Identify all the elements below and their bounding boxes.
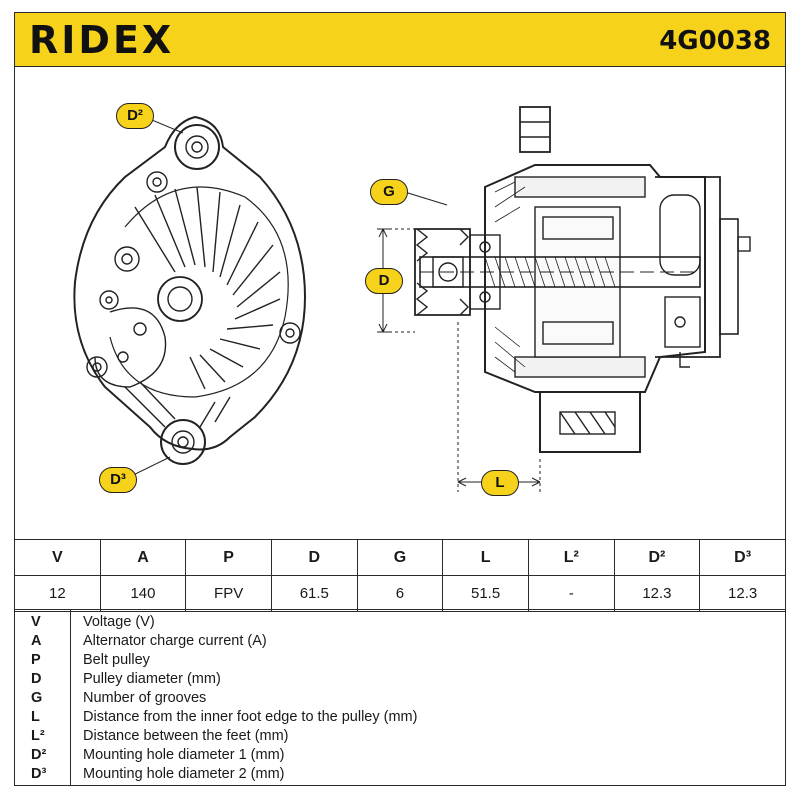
- legend-desc: Distance between the feet (mm): [83, 728, 289, 744]
- spec-value-d: 61.5: [270, 575, 358, 612]
- legend-code: L: [31, 709, 40, 725]
- spec-value-d2: 12.3: [613, 575, 701, 612]
- legend-code: D³: [31, 766, 47, 782]
- legend-desc: Belt pulley: [83, 652, 150, 668]
- alternator-diagram-svg: [73, 106, 751, 492]
- legend-code: A: [31, 633, 42, 649]
- spec-header-d: D: [270, 539, 358, 576]
- legend-desc: Mounting hole diameter 2 (mm): [83, 766, 285, 782]
- legend-row-g: G Number of grooves: [15, 689, 785, 708]
- spec-header-row: V A P D G L L² D² D³: [14, 539, 786, 576]
- legend: V Voltage (V) A Alternator charge curren…: [14, 609, 786, 786]
- section-view: [414, 106, 751, 453]
- spec-value-p: FPV: [185, 575, 272, 612]
- spec-value-l: 51.5: [442, 575, 529, 612]
- legend-desc: Number of grooves: [83, 690, 207, 706]
- legend-row-a: A Alternator charge current (A): [15, 632, 785, 651]
- spec-value-g: 6: [356, 575, 444, 612]
- legend-desc: Distance from the inner foot edge to the…: [83, 709, 418, 725]
- legend-desc: Voltage (V): [83, 614, 155, 630]
- spec-header-g: G: [356, 539, 444, 576]
- spec-header-d2: D²: [613, 539, 701, 576]
- spec-value-d3: 12.3: [699, 575, 786, 612]
- label-d2-badge: D²: [116, 103, 154, 129]
- legend-desc: Alternator charge current (A): [83, 633, 267, 649]
- legend-row-v: V Voltage (V): [15, 613, 785, 632]
- legend-divider: [70, 610, 71, 785]
- spec-table: V A P D G L L² D² D³ 12 140 FPV 61.5 6 5…: [14, 539, 786, 612]
- spec-header-p: P: [185, 539, 272, 576]
- spec-header-a: A: [99, 539, 187, 576]
- legend-row-l: L Distance from the inner foot edge to t…: [15, 708, 785, 727]
- spec-value-v: 12: [14, 575, 101, 612]
- spec-header-l2: L²: [527, 539, 615, 576]
- legend-code: V: [31, 614, 41, 630]
- spec-header-v: V: [14, 539, 101, 576]
- legend-row-d2: D² Mounting hole diameter 1 (mm): [15, 746, 785, 765]
- alternator-drawing: D² G D L D³: [14, 67, 786, 539]
- spec-value-a: 140: [99, 575, 187, 612]
- label-d3-badge: D³: [99, 467, 137, 493]
- dimension-lines: [124, 114, 541, 492]
- legend-code: D²: [31, 747, 47, 763]
- legend-row-p: P Belt pulley: [15, 651, 785, 670]
- spec-value-row: 12 140 FPV 61.5 6 51.5 - 12.3 12.3: [14, 575, 786, 612]
- legend-row-d3: D³ Mounting hole diameter 2 (mm): [15, 765, 785, 784]
- legend-desc: Mounting hole diameter 1 (mm): [83, 747, 285, 763]
- legend-code: L²: [31, 728, 45, 744]
- header-bar: RIDEX 4G0038: [14, 12, 786, 67]
- legend-code: D: [31, 671, 42, 687]
- legend-desc: Pulley diameter (mm): [83, 671, 221, 687]
- brand-logo: RIDEX: [29, 18, 175, 62]
- spec-header-d3: D³: [699, 539, 786, 576]
- label-l-badge: L: [481, 470, 519, 496]
- legend-row-d: D Pulley diameter (mm): [15, 670, 785, 689]
- label-d-badge: D: [365, 268, 403, 294]
- legend-code: G: [31, 690, 43, 706]
- legend-code: P: [31, 652, 41, 668]
- spec-header-l: L: [442, 539, 529, 576]
- legend-row-l2: L² Distance between the feet (mm): [15, 727, 785, 746]
- front-view: [73, 115, 307, 465]
- spec-value-l2: -: [527, 575, 615, 612]
- label-g-badge: G: [370, 179, 408, 205]
- part-number: 4G0038: [659, 26, 771, 56]
